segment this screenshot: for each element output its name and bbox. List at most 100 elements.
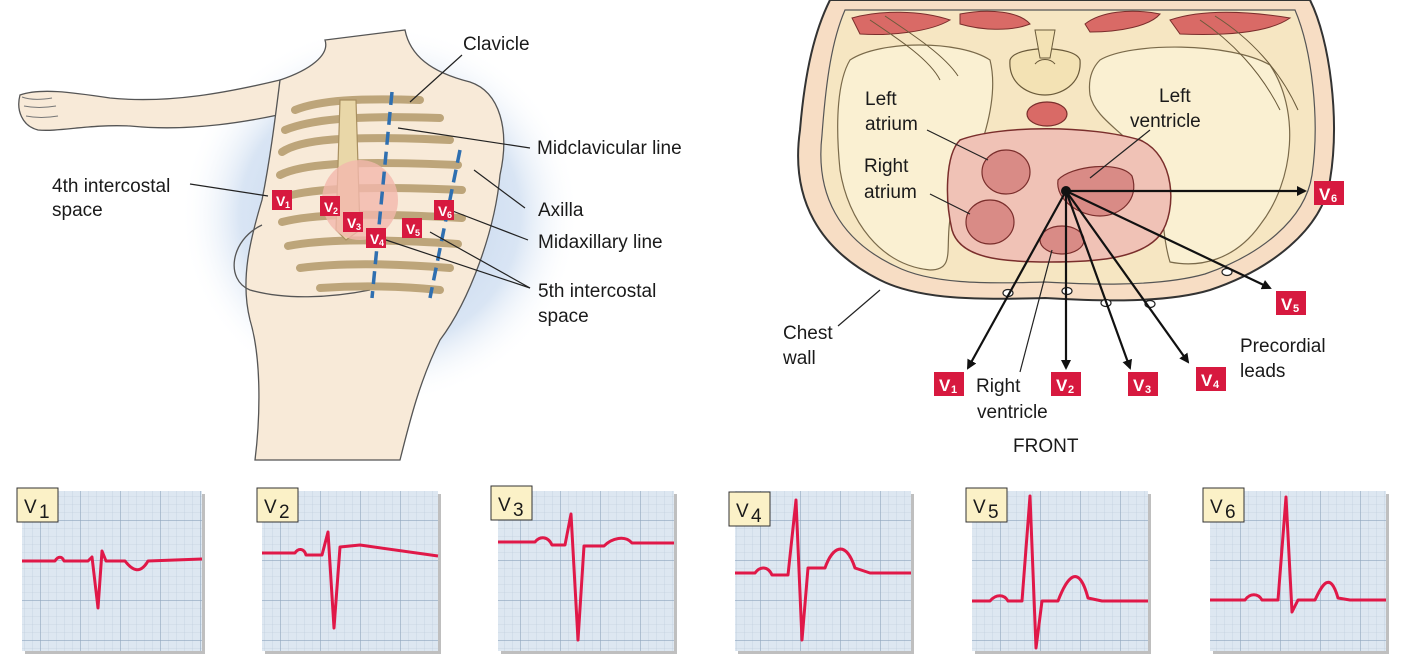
label-left-ventricle-1: Left — [1159, 86, 1191, 107]
svg-text:1: 1 — [285, 200, 290, 210]
svg-text:3: 3 — [356, 222, 361, 232]
label-midclavicular-line: Midclavicular line — [537, 138, 682, 159]
svg-text:V: V — [1056, 376, 1068, 395]
label-midaxillary-line: Midaxillary line — [538, 232, 663, 253]
label-chest-wall-1: Chest — [783, 323, 833, 344]
svg-text:2: 2 — [333, 206, 338, 216]
label-front: FRONT — [1013, 436, 1079, 457]
label-left-atrium-2: atrium — [865, 114, 918, 135]
label-precordial-1: Precordial — [1240, 336, 1326, 357]
ecg-label-v3-sub: 3 — [513, 500, 524, 521]
ecg-label-v1-sub: 1 — [39, 502, 50, 523]
spine — [1009, 29, 1081, 96]
label-clavicle: Clavicle — [463, 34, 530, 55]
label-right-ventricle-2: ventricle — [977, 402, 1048, 423]
ecg-trace-v4 — [735, 498, 911, 642]
ecg-trace-v3 — [498, 512, 674, 642]
lead-vectors — [967, 186, 1307, 370]
left-leader-lines — [189, 54, 531, 289]
midclavicular-dashed-line — [370, 91, 394, 299]
svg-text:4: 4 — [1213, 379, 1220, 391]
rib-cage — [276, 95, 466, 294]
svg-text:V: V — [276, 193, 286, 209]
svg-text:V: V — [370, 231, 380, 247]
svg-text:V: V — [939, 376, 951, 395]
ecg-tab-v6 — [1202, 487, 1245, 523]
heart-center-point — [1061, 186, 1071, 196]
right-leader-lines — [837, 129, 1151, 373]
ecg-label-v3-letter: V — [498, 495, 511, 516]
ecg-label-v4-sub: 4 — [751, 506, 762, 527]
ecg-trace-v1 — [22, 549, 203, 610]
svg-text:6: 6 — [447, 210, 452, 220]
label-4th-intercostal-line2: space — [52, 200, 103, 221]
ecg-strip-v6: V 6 — [1202, 487, 1389, 654]
svg-text:V: V — [1201, 371, 1213, 390]
svg-text:V: V — [1133, 376, 1145, 395]
label-right-atrium-1: Right — [864, 156, 909, 177]
breast-contour — [233, 224, 371, 298]
ecg-tab-v4 — [728, 491, 771, 527]
label-right-atrium-2: atrium — [864, 182, 917, 203]
svg-text:5: 5 — [1293, 303, 1299, 315]
fingers — [21, 96, 59, 118]
svg-text:4: 4 — [379, 238, 384, 248]
aorta — [1026, 101, 1068, 127]
label-4th-intercostal-line1: 4th intercostal — [52, 176, 170, 197]
ecg-label-v5-letter: V — [973, 497, 986, 518]
ecg-label-v5-sub: 5 — [988, 502, 999, 523]
ecg-label-v6-letter: V — [1210, 497, 1223, 518]
label-5th-intercostal-line1: 5th intercostal — [538, 281, 656, 302]
midaxillary-dashed-line — [428, 149, 462, 299]
label-left-ventricle-2: ventricle — [1130, 111, 1201, 132]
ecg-tab-v2 — [256, 487, 299, 523]
ecg-strip-v4: V 4 — [728, 491, 914, 654]
svg-text:V: V — [347, 215, 357, 231]
svg-text:V: V — [1281, 295, 1293, 314]
svg-text:6: 6 — [1331, 193, 1337, 205]
right-ventricle-chamber — [1039, 225, 1085, 255]
svg-text:5: 5 — [415, 228, 420, 238]
svg-text:3: 3 — [1145, 384, 1151, 396]
left-lung-ribs — [1199, 15, 1299, 111]
ecg-strips: V 1 V 2 V 3 V — [16, 485, 1389, 654]
ecg-tab-v5 — [965, 487, 1008, 523]
ecg-trace-v5 — [972, 494, 1148, 650]
svg-text:V: V — [324, 199, 334, 215]
ecg-label-v1-letter: V — [24, 497, 37, 518]
label-axilla: Axilla — [538, 200, 584, 221]
svg-text:2: 2 — [1068, 384, 1074, 396]
svg-text:1: 1 — [951, 384, 957, 396]
ecg-trace-v2 — [262, 530, 439, 630]
ecg-trace-v6 — [1210, 495, 1386, 614]
left-lung — [1088, 46, 1291, 265]
svg-text:V: V — [438, 203, 448, 219]
ecg-label-v6-sub: 6 — [1225, 502, 1236, 523]
right-lung — [837, 44, 994, 271]
label-chest-wall-2: wall — [782, 348, 816, 369]
ecg-tab-v1 — [16, 487, 59, 523]
label-left-atrium-1: Left — [865, 89, 897, 110]
label-precordial-2: leads — [1240, 361, 1285, 382]
ecg-tab-v3 — [490, 485, 533, 521]
right-atrium-chamber — [965, 199, 1015, 245]
right-lung-ribs — [869, 15, 959, 81]
ecg-strip-v2: V 2 — [256, 487, 441, 654]
ecg-label-v2-sub: 2 — [279, 502, 290, 523]
label-right-ventricle-1: Right — [976, 376, 1021, 397]
